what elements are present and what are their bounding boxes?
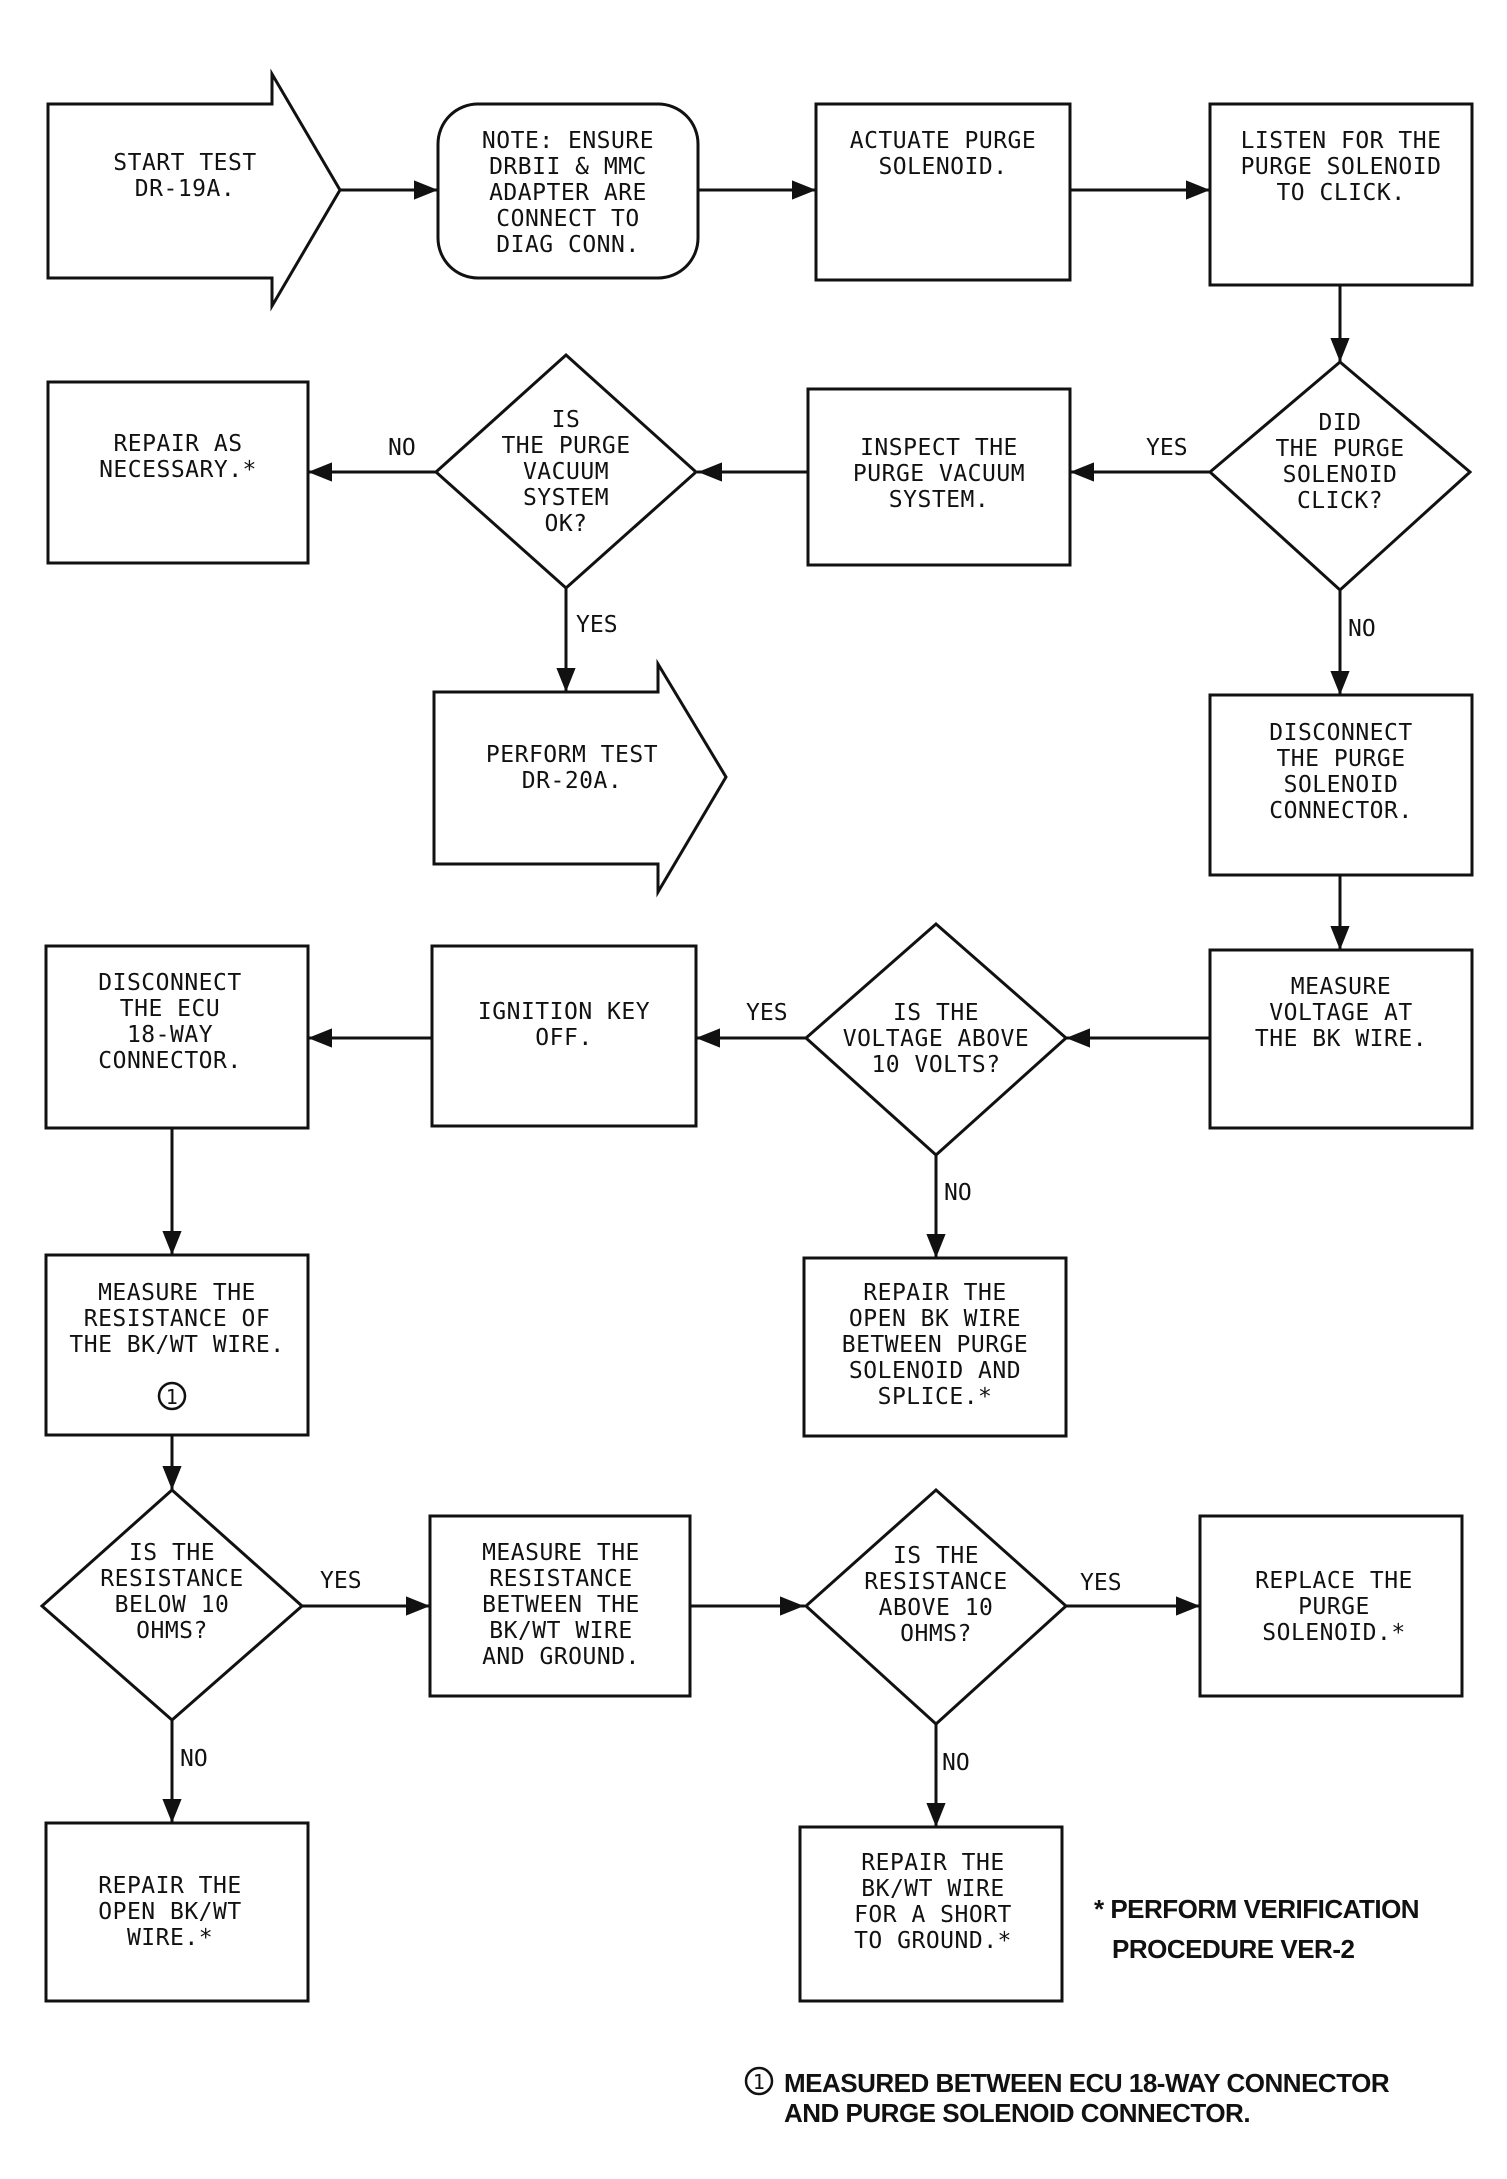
edge-label-no-click: NO — [1348, 616, 1376, 642]
circled-one-text: 1 — [166, 1385, 179, 1409]
start-test-arrow — [46, 68, 342, 312]
connectors — [162, 180, 1350, 1829]
measure-voltage-box — [1208, 948, 1474, 1130]
edge-label-yes-below: YES — [320, 1568, 362, 1594]
replace-solenoid-box — [1198, 1514, 1464, 1698]
repair-bk-box — [802, 1256, 1068, 1438]
voltage-above-decision — [803, 922, 1069, 1158]
inspect-box — [806, 387, 1072, 567]
measured-between-line1: MEASURED BETWEEN ECU 18-WAY CONNECTOR — [784, 2068, 1390, 2098]
res-above-decision — [803, 1487, 1069, 1727]
measure-res-ground-box — [428, 1514, 692, 1698]
repair-short-box — [798, 1825, 1064, 2003]
repair-necessary-box — [46, 380, 310, 565]
repair-open-bkwt-box — [44, 1821, 310, 2003]
verification-note-line1: * PERFORM VERIFICATION — [1094, 1894, 1419, 1924]
edge-label-yes-vacuum: YES — [576, 612, 618, 638]
measured-between-note: 1 MEASURED BETWEEN ECU 18-WAY CONNECTOR … — [744, 2066, 1390, 2128]
vacuum-ok-decision — [433, 352, 699, 591]
perform-test-arrow — [432, 658, 728, 898]
listen-box — [1208, 102, 1474, 287]
edge-label-no-below: NO — [180, 1746, 208, 1772]
note-ensure-terminator — [436, 102, 700, 280]
edge-label-yes-above: YES — [1080, 1570, 1122, 1596]
disconnect-solenoid-box — [1208, 693, 1474, 877]
verification-note-line2: PROCEDURE VER-2 — [1112, 1934, 1354, 1964]
disconnect-ecu-box — [44, 944, 310, 1130]
measure-res-box — [44, 1253, 310, 1437]
edge-labels: NO YES YES NO YES NO YES NO YES NO — [180, 435, 1376, 1776]
edge-label-no-vacuum: NO — [388, 435, 416, 461]
actuate-box — [814, 102, 1072, 282]
edge-label-yes-click: YES — [1146, 435, 1188, 461]
circled-one-footnote-marker — [744, 2066, 774, 2096]
did-click-decision — [1207, 360, 1473, 593]
measured-between-line2: AND PURGE SOLENOID CONNECTOR. — [784, 2098, 1250, 2128]
edge-label-no-above: NO — [942, 1750, 970, 1776]
edge-label-no-voltage: NO — [944, 1180, 972, 1206]
circled-one-marker: 1 — [157, 1381, 187, 1411]
footnotes: * PERFORM VERIFICATION PROCEDURE VER-2 1… — [744, 1894, 1420, 2128]
res-below-decision — [39, 1487, 305, 1722]
edge-label-yes-voltage: YES — [746, 1000, 788, 1026]
ignition-off-box — [430, 944, 698, 1128]
circled-one-footnote-text: 1 — [753, 2070, 766, 2094]
shapes — [39, 68, 1474, 2003]
